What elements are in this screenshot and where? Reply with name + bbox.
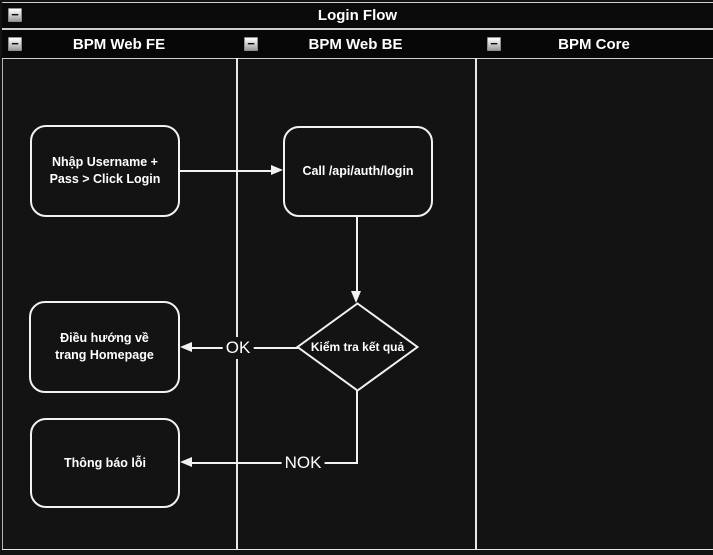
edge-check-nok-horizontal <box>192 462 358 464</box>
lane-be-collapse-icon[interactable]: − <box>244 37 258 51</box>
node-check-result-label: Kiểm tra kết quả <box>296 302 419 392</box>
lane-label: BPM Web FE <box>72 35 166 53</box>
node-login-input[interactable]: Nhập Username + Pass > Click Login <box>30 125 180 217</box>
header-bottom-border <box>2 58 713 59</box>
pool-title: Login Flow <box>317 7 398 24</box>
lane-label: BPM Web BE <box>308 35 403 53</box>
node-redirect-home[interactable]: Điều hướng về trang Homepage <box>29 301 180 393</box>
edge-label-ok: OK <box>222 337 254 359</box>
lane-header-bpm-core[interactable]: BPM Core <box>475 30 713 58</box>
lane-header-row: BPM Web FE BPM Web BE BPM Core <box>2 30 713 58</box>
node-label: Call /api/auth/login <box>302 164 414 178</box>
arrowhead-left-icon <box>180 457 192 467</box>
edge-check-nok-vertical <box>356 390 358 463</box>
arrowhead-down-icon <box>351 291 361 303</box>
node-label: Thông báo lỗi <box>64 455 146 470</box>
minus-icon: − <box>247 36 255 51</box>
edge-login-to-call <box>180 170 272 172</box>
pool-top-border <box>2 2 713 3</box>
edge-label-nok: NOK <box>281 452 325 474</box>
minus-icon: − <box>490 36 498 51</box>
arrowhead-right-icon <box>271 165 283 175</box>
lane-core-collapse-icon[interactable]: − <box>487 37 501 51</box>
lane-label: BPM Core <box>558 35 630 53</box>
lane-fe-collapse-icon[interactable]: − <box>8 37 22 51</box>
node-label: Nhập Username + Pass > Click Login <box>49 155 161 186</box>
minus-icon: − <box>11 7 19 22</box>
lane-header-bpm-web-be[interactable]: BPM Web BE <box>236 30 475 58</box>
lane-divider-fe-be <box>236 30 238 550</box>
node-check-result-shape[interactable] <box>296 302 419 392</box>
edge-call-to-check <box>356 217 358 293</box>
node-label: Kiểm tra kết quả <box>310 340 405 354</box>
lane-header-bpm-web-fe[interactable]: BPM Web FE <box>2 30 236 58</box>
pool-title-bar: Login Flow <box>2 3 713 28</box>
minus-icon: − <box>11 36 19 51</box>
pool-bottom-border <box>2 549 713 550</box>
node-error-toast[interactable]: Thông báo lỗi <box>30 418 180 508</box>
pool-left-border <box>2 2 3 550</box>
pool-collapse-icon[interactable]: − <box>8 8 22 22</box>
arrowhead-left-icon <box>180 342 192 352</box>
node-call-api[interactable]: Call /api/auth/login <box>283 126 433 217</box>
node-label: Điều hướng về trang Homepage <box>55 331 154 362</box>
lane-divider-be-core <box>475 30 477 550</box>
title-bottom-border <box>2 28 713 30</box>
